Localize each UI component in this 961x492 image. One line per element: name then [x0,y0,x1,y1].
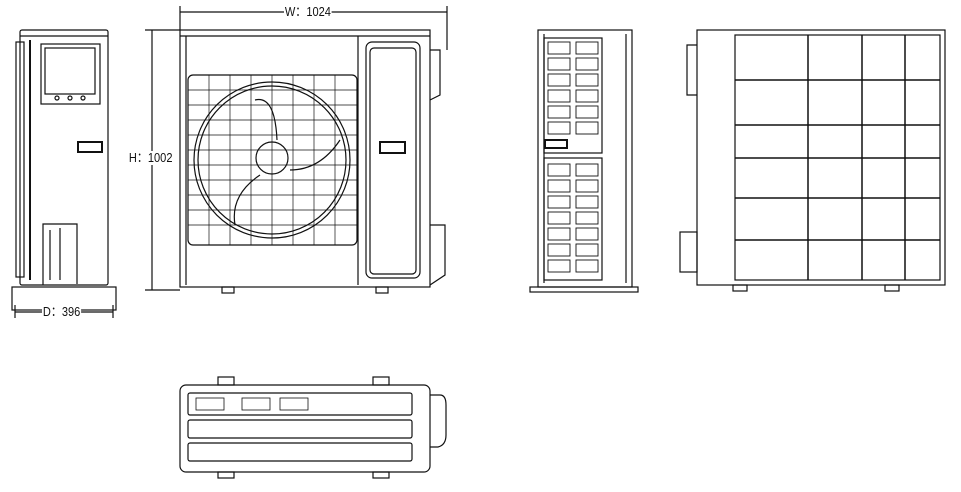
depth-dimension-label: D：396 [42,304,82,319]
height-dimension-label: H：1002 [128,150,174,165]
width-dimension-label: W：1024 [284,4,332,19]
front-view [145,6,448,294]
back-view [529,29,639,293]
top-view [179,376,447,479]
side-view [11,29,117,318]
right-side-view [679,29,946,292]
